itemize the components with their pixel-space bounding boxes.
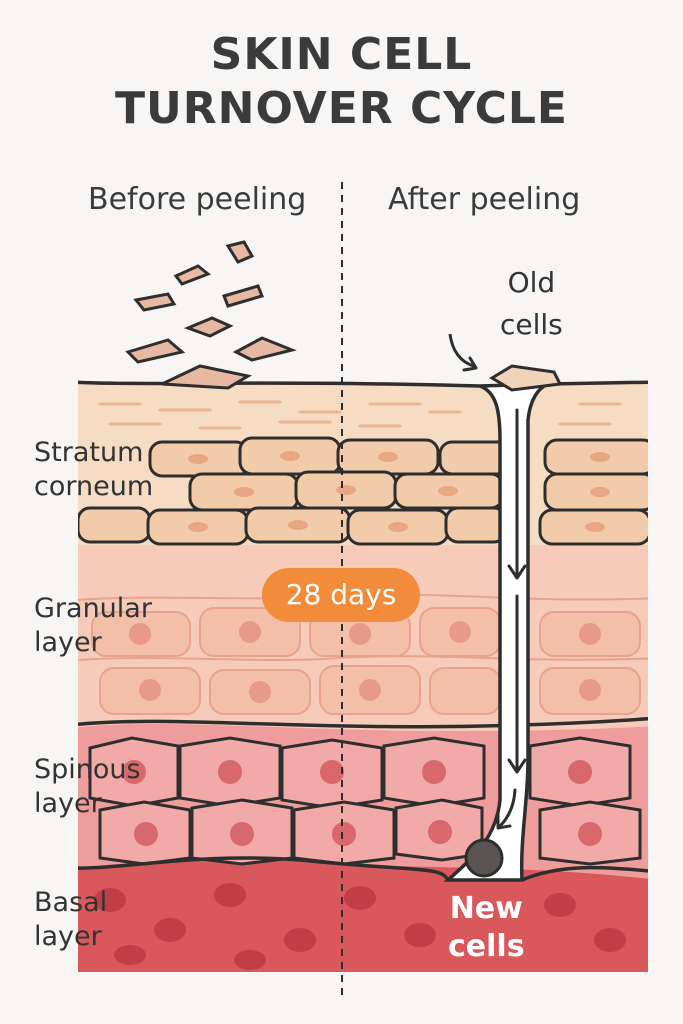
- spinous-cells: [88, 736, 642, 866]
- old-cell-flake: [489, 364, 563, 392]
- new-cell: [464, 838, 504, 878]
- diagram-title: SKIN CELL TURNOVER CYCLE: [0, 28, 683, 136]
- corneum-flakes: [98, 400, 622, 430]
- before-peeling-heading: Before peeling: [88, 182, 307, 217]
- granular-nuclei: [129, 621, 601, 703]
- downward-arrows: [496, 408, 527, 830]
- after-peeling-heading: After peeling: [388, 182, 581, 217]
- old-cells-label: Old cells: [500, 266, 563, 341]
- basal-nuclei: [94, 883, 626, 970]
- old-cells-pointer-arrow: [448, 333, 475, 368]
- peeling-channel: [443, 382, 549, 882]
- granular-layer-label: Granular layer: [34, 593, 152, 658]
- stratum-corneum-label: Stratum corneum: [34, 437, 154, 502]
- duration-badge: 28 days: [262, 568, 420, 622]
- spinous-layer-label: Spinous layer: [34, 754, 141, 819]
- skin-layers: [78, 380, 648, 972]
- title-line-2: TURNOVER CYCLE: [115, 83, 568, 134]
- basal-layer-label: Basal layer: [34, 887, 108, 952]
- spinous-nuclei: [122, 760, 602, 846]
- new-cells-label: New cells: [448, 891, 525, 964]
- falling-flakes: [125, 240, 297, 390]
- title-line-1: SKIN CELL: [210, 29, 473, 80]
